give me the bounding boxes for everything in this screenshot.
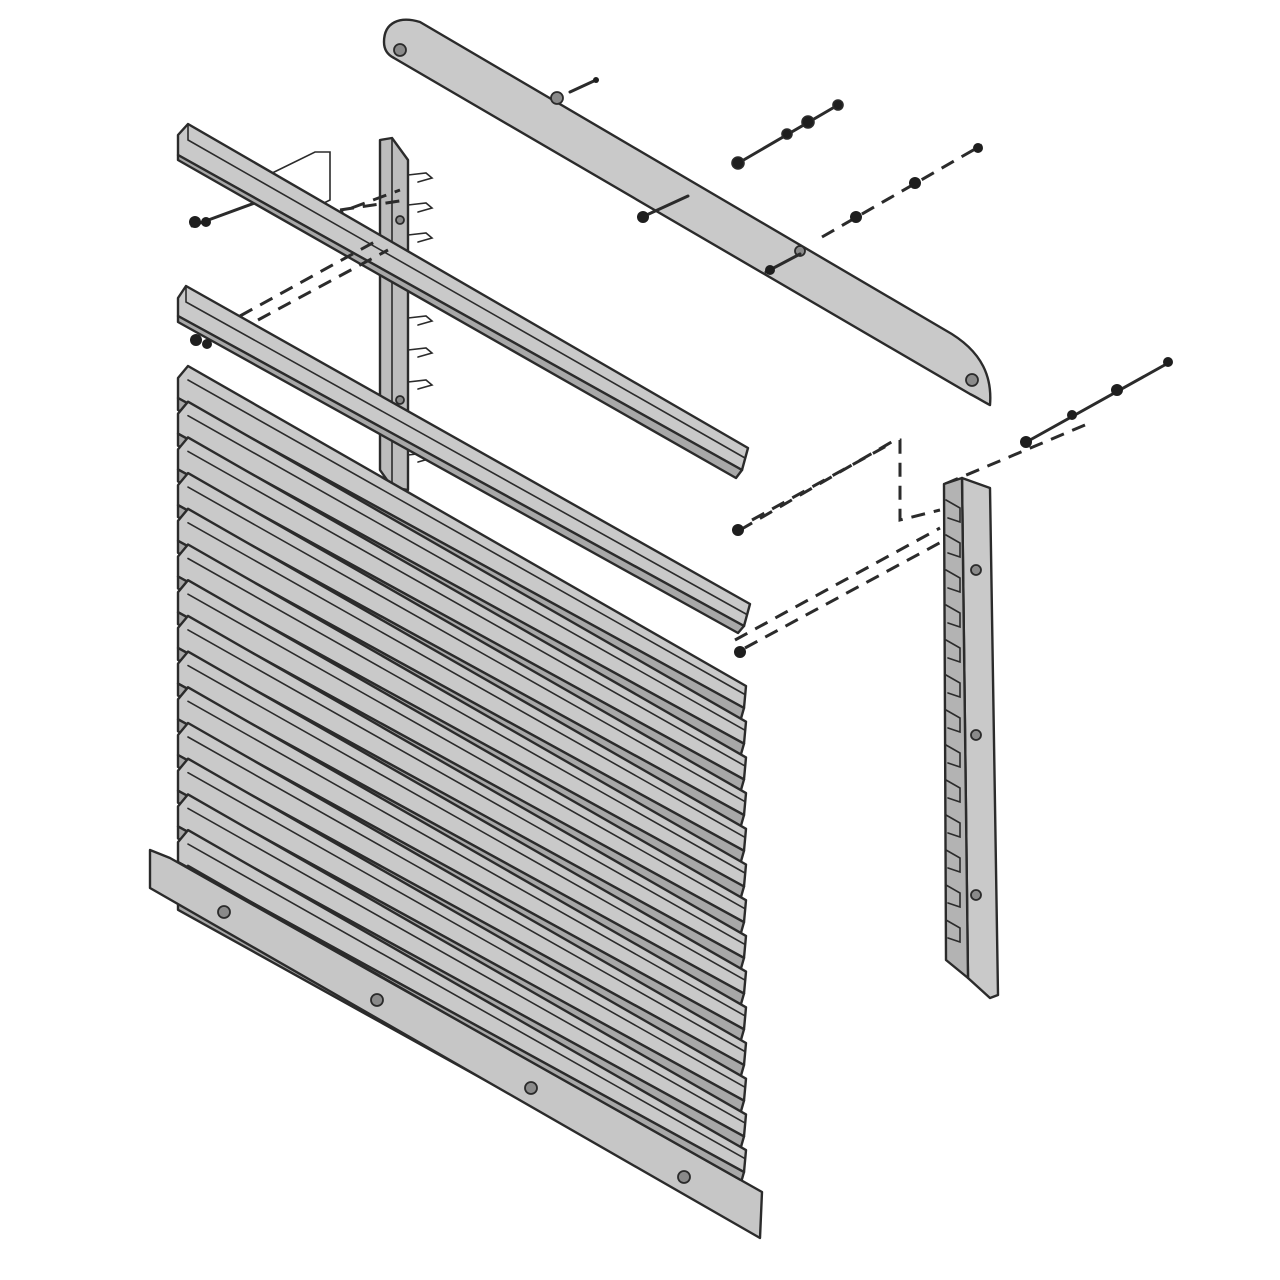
bracket-slot — [945, 639, 961, 664]
bracket-slot — [945, 604, 961, 629]
washer-icon — [202, 339, 212, 349]
nut-icon — [1163, 357, 1173, 367]
bolt-icon — [190, 334, 202, 346]
mounting-hole — [677, 1170, 691, 1184]
washer-icon — [1067, 410, 1077, 420]
bolt-icon — [732, 524, 744, 536]
bolt-icon — [637, 211, 649, 223]
bolt-icon — [1020, 436, 1032, 448]
mounting-hole — [524, 1081, 538, 1095]
top-cap-hardware — [568, 77, 983, 275]
louver-blade-stack — [176, 364, 748, 1223]
mounting-hole — [794, 245, 806, 257]
left-dashed-connectors — [239, 198, 407, 322]
nut-icon — [832, 99, 844, 111]
washer-icon — [201, 217, 211, 227]
screw-icon — [593, 77, 599, 83]
bracket-slot — [945, 744, 961, 769]
screw-icon — [765, 265, 775, 275]
bracket-slot — [945, 849, 961, 874]
second-rail — [176, 284, 752, 635]
mounting-hole — [965, 373, 979, 387]
bracket-slot — [945, 814, 961, 839]
top-rail — [176, 122, 750, 480]
bracket-slot — [945, 569, 961, 594]
bracket-slot — [945, 674, 961, 699]
mounting-hole — [217, 905, 231, 919]
right-dashed-connectors — [732, 357, 1173, 658]
right-jamb-bracket — [942, 476, 1000, 1000]
bracket-slot — [945, 534, 961, 559]
bolt-icon — [731, 156, 745, 170]
bottom-sill-plate — [148, 848, 764, 1240]
washer-icon — [1111, 384, 1123, 396]
bracket-slot — [945, 884, 961, 909]
washer-icon — [801, 115, 815, 129]
top-cap-panel — [382, 18, 992, 407]
washer-icon — [781, 128, 793, 140]
mounting-hole — [370, 993, 384, 1007]
mounting-hole — [550, 91, 564, 105]
bracket-slot — [945, 709, 961, 734]
mounting-hole — [393, 43, 407, 57]
bracket-slot — [945, 919, 961, 944]
bracket-slot — [945, 779, 961, 804]
washer-icon — [850, 211, 862, 223]
bolt-icon — [189, 216, 201, 228]
bracket-slot — [945, 499, 961, 524]
nut-icon — [973, 143, 983, 153]
washer-icon — [909, 177, 921, 189]
bolt-icon — [734, 646, 746, 658]
